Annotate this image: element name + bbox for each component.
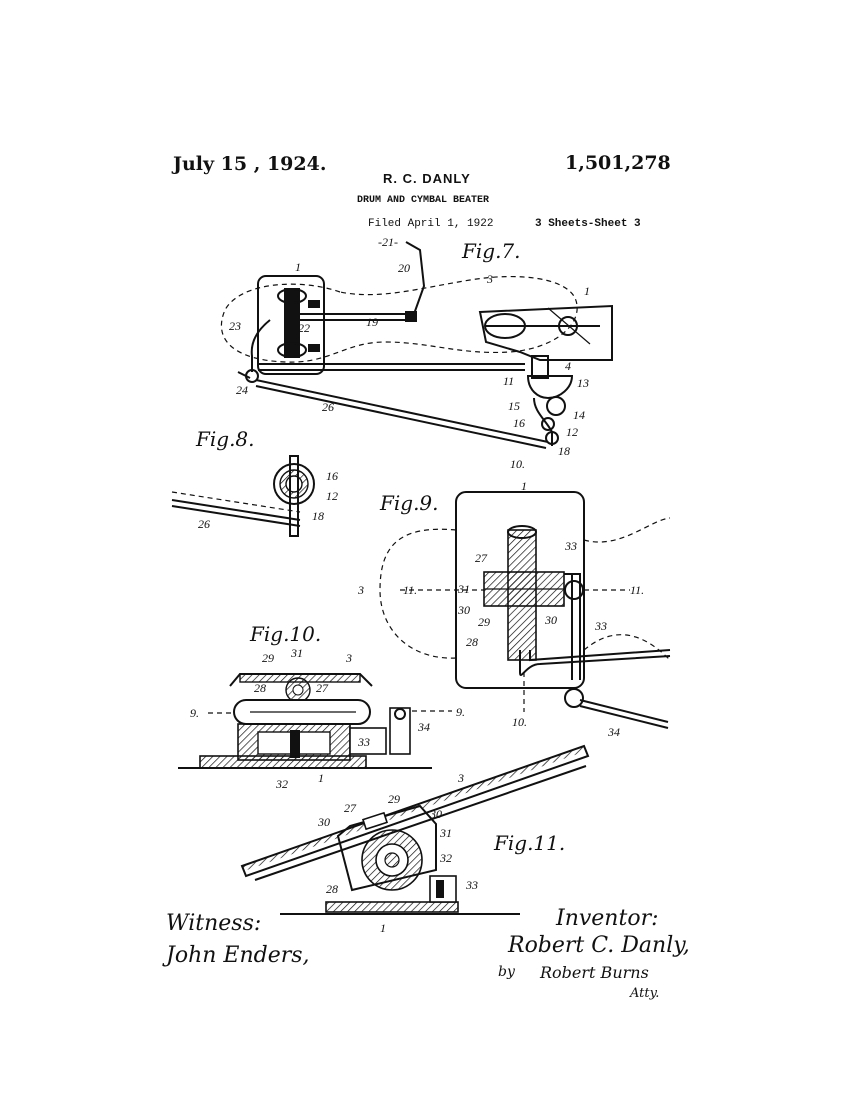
fig9-ref: 27 bbox=[475, 551, 488, 565]
attorney-signature: Robert Burns bbox=[539, 963, 649, 982]
fig9-ref: 10. bbox=[512, 715, 527, 729]
fig9-ref: 30 bbox=[544, 613, 557, 627]
fig7-ref: -21- bbox=[378, 235, 398, 249]
fig7-ref: 1 bbox=[584, 284, 590, 298]
fig7-ref: 11 bbox=[503, 374, 514, 388]
fig9-ref: 33 bbox=[594, 619, 607, 633]
fig10-ref: 9. bbox=[456, 705, 465, 719]
fig9-ref: 31 bbox=[457, 582, 470, 596]
inventor-label: Inventor: bbox=[555, 906, 659, 931]
fig7-ref: 24 bbox=[236, 383, 248, 397]
fig8-ref: 16 bbox=[326, 469, 338, 483]
fig9-ref: 1 bbox=[521, 479, 527, 493]
witness-signature: John Enders, bbox=[162, 943, 310, 968]
fig11-ref: 1 bbox=[380, 921, 386, 935]
fig7-ref: 1 bbox=[295, 260, 301, 274]
filed-date: Filed April 1, 1922 bbox=[368, 218, 494, 230]
inventor-signature: Robert C. Danly, bbox=[507, 933, 690, 958]
fig7-ref: 19 bbox=[366, 315, 378, 329]
figure-10: Fig.10. 29 31 3 28 27 9. 9. 34 33 32 1 bbox=[178, 622, 465, 791]
inventor-header: R. C. DANLY bbox=[383, 171, 471, 186]
fig10-ref: 32 bbox=[275, 777, 288, 791]
fig10-ref: 31 bbox=[290, 646, 303, 660]
fig10-ref: 28 bbox=[254, 681, 266, 695]
figure-9: Fig.9. 10. 1 27 33 3 11. 31 11. 30 29 30… bbox=[357, 457, 671, 739]
witness-label: Witness: bbox=[166, 911, 261, 936]
fig7-ref: 14 bbox=[573, 408, 585, 422]
fig10-ref: 27 bbox=[316, 681, 329, 695]
fig10-ref: 34 bbox=[417, 720, 430, 734]
fig11-ref: 27 bbox=[344, 801, 357, 815]
fig7-ref: 23 bbox=[229, 319, 241, 333]
fig9-ref: 28 bbox=[466, 635, 478, 649]
fig9-ref: 3 bbox=[357, 583, 364, 597]
fig7-ref: 20 bbox=[398, 261, 410, 275]
fig9-ref: 30 bbox=[457, 603, 470, 617]
fig11-ref: 30 bbox=[317, 815, 330, 829]
fig7-ref: 22 bbox=[298, 321, 310, 335]
fig9-ref: 29 bbox=[478, 615, 490, 629]
fig7-ref: 4 bbox=[565, 359, 571, 373]
fig9-ref: 11. bbox=[630, 583, 644, 597]
fig9-ref: 33 bbox=[564, 539, 577, 553]
fig10-ref: 9. bbox=[190, 706, 199, 720]
patent-title: DRUM AND CYMBAL BEATER bbox=[357, 195, 490, 206]
figure-8: Fig.8. 16 12 18 26 bbox=[171, 427, 338, 537]
fig8-label: Fig.8. bbox=[195, 427, 255, 451]
fig7-ref: 16 bbox=[513, 416, 525, 430]
fig8-ref: 18 bbox=[312, 509, 324, 523]
fig11-ref: 29 bbox=[388, 792, 400, 806]
fig11-ref: 3 bbox=[457, 771, 464, 785]
fig9-ref: 11. bbox=[403, 583, 417, 597]
fig7-ref: 3 bbox=[486, 272, 493, 286]
fig11-ref: 31 bbox=[439, 826, 452, 840]
fig9-ref: 34 bbox=[607, 725, 620, 739]
figure-7: Fig.7. bbox=[220, 235, 613, 458]
fig11-ref: 33 bbox=[465, 878, 478, 892]
fig7-ref: 15 bbox=[508, 399, 520, 413]
by-label: by bbox=[498, 964, 516, 980]
fig10-ref: 1 bbox=[318, 771, 324, 785]
fig7-ref: 18 bbox=[558, 444, 570, 458]
fig7-label: Fig.7. bbox=[461, 239, 521, 263]
fig10-ref: 33 bbox=[357, 735, 370, 749]
fig11-ref: 28 bbox=[326, 882, 338, 896]
fig10-ref: 3 bbox=[345, 651, 352, 665]
patent-date: July 15 , 1924. bbox=[173, 153, 327, 175]
figure-11: Fig.11. 3 27 29 30 30 31 32 28 33 1 bbox=[240, 744, 590, 935]
fig7-ref: 12 bbox=[566, 425, 578, 439]
fig7-ref: 13 bbox=[577, 376, 589, 390]
fig8-ref: 12 bbox=[326, 489, 338, 503]
signature-block: Witness: John Enders, Inventor: Robert C… bbox=[162, 906, 690, 1001]
fig11-ref: 32 bbox=[439, 851, 452, 865]
attorney-suffix: Atty. bbox=[629, 986, 659, 1001]
fig8-ref: 26 bbox=[198, 517, 210, 531]
patent-number: 1,501,278 bbox=[565, 152, 671, 174]
fig10-label: Fig.10. bbox=[249, 622, 321, 646]
fig7-ref: 26 bbox=[322, 400, 334, 414]
fig11-ref: 30 bbox=[429, 807, 442, 821]
fig10-ref: 29 bbox=[262, 651, 274, 665]
fig9-label: Fig.9. bbox=[379, 491, 439, 515]
fig11-label: Fig.11. bbox=[493, 831, 565, 855]
sheet-count: 3 Sheets-Sheet 3 bbox=[535, 218, 641, 230]
fig9-ref: 10. bbox=[510, 457, 525, 471]
